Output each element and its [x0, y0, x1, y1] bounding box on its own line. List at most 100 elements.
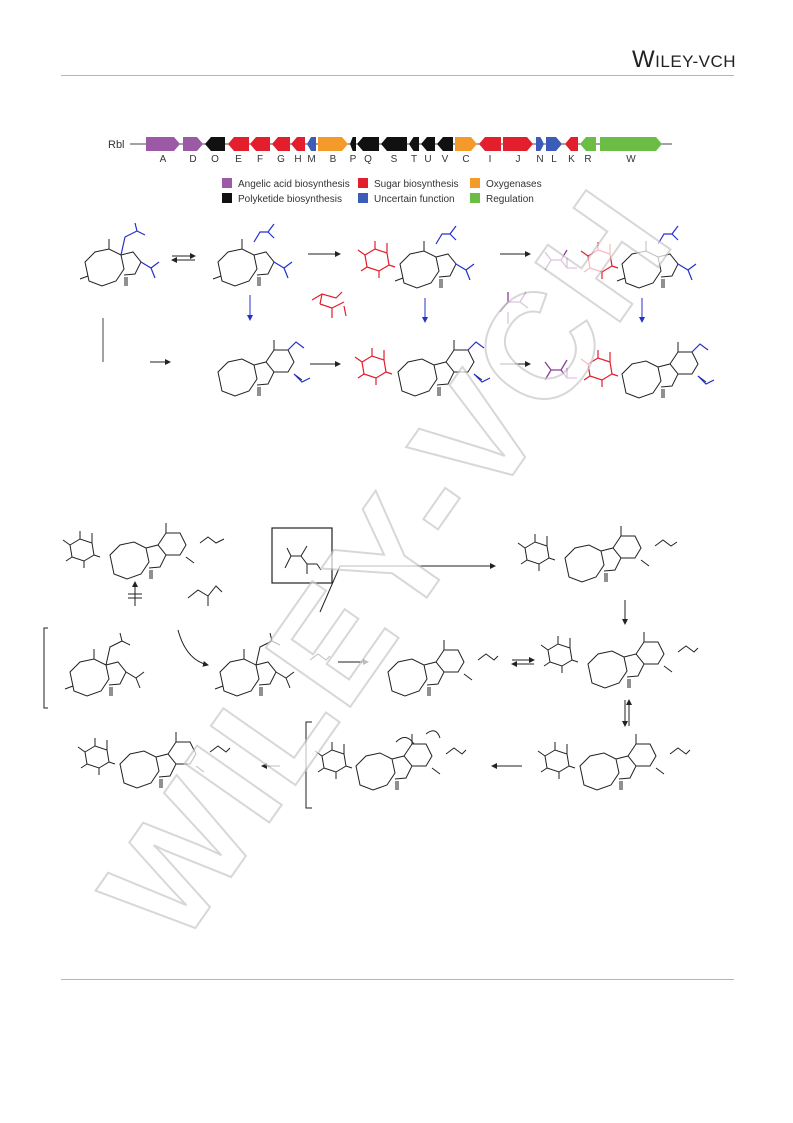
boxed-fragment — [271, 527, 333, 584]
legend-item-polyketide: Polyketide biosynthesis — [222, 193, 342, 205]
legend-swatch — [358, 178, 368, 188]
legend-label: Polyketide biosynthesis — [238, 194, 342, 205]
legend-label: Oxygenases — [486, 179, 542, 190]
gene-label-p: P — [350, 154, 357, 165]
gene-arrow-j — [503, 137, 533, 151]
gene-cluster-name: Rbl — [108, 139, 125, 151]
publisher-rest: ILEY — [655, 52, 693, 71]
legend-label: Regulation — [486, 194, 534, 205]
gene-arrow-f — [250, 137, 270, 151]
gene-arrow-h — [291, 137, 305, 151]
gene-label-f: F — [257, 154, 263, 165]
mech-structure-1 — [109, 522, 225, 580]
legend-label: Uncertain function — [374, 194, 455, 205]
gene-arrow-i — [479, 137, 501, 151]
gene-label-o: O — [211, 154, 219, 165]
legend-item-oxygenases: Oxygenases — [470, 178, 542, 190]
mech-structure-7 — [355, 730, 467, 791]
gene-label-w: W — [626, 154, 636, 165]
publisher-logo: WILEY-VCH — [632, 46, 736, 74]
gene-label-r: R — [584, 154, 591, 165]
gene-label-t: T — [411, 154, 417, 165]
gene-label-i: I — [489, 154, 492, 165]
mech-structure-4 — [214, 632, 331, 697]
mech-isoprene-reagent — [187, 585, 223, 606]
gene-arrow-q — [357, 137, 379, 151]
structure-cyclized-1 — [217, 339, 311, 397]
structure-glycosylated-1 — [357, 240, 396, 279]
legend-label: Sugar biosynthesis — [374, 179, 459, 190]
gene-label-m: M — [307, 154, 315, 165]
mech-sugar-3 — [540, 635, 579, 674]
biosynthesis-pathway-scheme — [79, 222, 715, 399]
gene-label-c: C — [462, 154, 469, 165]
mech-sugar-1 — [62, 530, 101, 569]
gene-arrow-v — [437, 137, 453, 151]
legend-item-angelic: Angelic acid biosynthesis — [222, 178, 350, 190]
gene-label-v: V — [442, 154, 449, 165]
gene-arrow-b — [318, 137, 348, 151]
gene-arrow-s — [381, 137, 407, 151]
header-rule — [61, 75, 734, 76]
footer-rule — [61, 979, 734, 980]
gene-arrow-n — [536, 137, 544, 151]
gene-arrow-r — [580, 137, 596, 151]
structure-cyclized-3 — [621, 341, 715, 399]
legend-swatch — [470, 193, 480, 203]
mech-structure-6 — [587, 631, 699, 689]
gene-label-g: G — [277, 154, 285, 165]
gene-label-u: U — [424, 154, 431, 165]
gene-arrow-d — [183, 137, 203, 151]
gene-label-q: Q — [364, 154, 372, 165]
gene-label-h: H — [294, 154, 301, 165]
bracket-left — [43, 627, 48, 709]
gene-arrow-c — [455, 137, 477, 151]
mech-sugar-6 — [537, 741, 576, 780]
legend-swatch — [470, 178, 480, 188]
gene-arrow-e — [228, 137, 249, 151]
gene-arrow-m — [307, 137, 316, 151]
connector-line — [319, 565, 341, 613]
gene-arrow-w — [600, 137, 662, 151]
gene-arrow-t — [409, 137, 419, 151]
sugar-donor — [311, 291, 347, 318]
bracket-bottom — [305, 721, 312, 809]
mech-structure-3 — [64, 632, 145, 697]
structure-core-2 — [616, 225, 697, 289]
gene-arrow-l — [546, 137, 562, 151]
curved-arrow — [177, 629, 209, 667]
legend-label: Angelic acid biosynthesis — [238, 179, 350, 190]
structure-precursor — [79, 222, 160, 287]
gene-label-b: B — [330, 154, 337, 165]
structure-intermediate-1 — [212, 223, 293, 287]
mech-structure-2 — [564, 525, 678, 583]
publisher-w: W — [631, 46, 656, 73]
gene-legend: Angelic acid biosynthesis Sugar biosynth… — [222, 178, 542, 205]
gene-arrow-a — [146, 137, 180, 151]
legend-item-regulation: Regulation — [470, 193, 534, 205]
mech-structure-8 — [579, 733, 691, 791]
gene-arrow-g — [272, 137, 290, 151]
publisher-vch: -VCH — [692, 52, 736, 71]
structure-cyclized-2 — [397, 339, 491, 397]
gene-arrow-u — [421, 137, 435, 151]
gene-label-j: J — [516, 154, 521, 165]
mech-structure-final — [119, 731, 231, 789]
watermark-text: WILEY-VCH — [69, 160, 705, 968]
gene-label-k: K — [568, 154, 575, 165]
structure-core-glycosylated-1 — [394, 225, 475, 289]
gene-label-a: A — [160, 154, 167, 165]
legend-swatch — [222, 193, 232, 203]
legend-swatch — [358, 193, 368, 203]
boxed-fragment-structure — [284, 545, 322, 574]
mech-sugar-4 — [77, 737, 116, 776]
gene-arrow-p — [350, 137, 356, 151]
gene-arrow-o — [205, 137, 225, 151]
gene-arrows — [146, 137, 662, 151]
gene-label-d: D — [189, 154, 196, 165]
gene-label-e: E — [235, 154, 242, 165]
gene-label-n: N — [536, 154, 543, 165]
mechanism-scheme — [43, 522, 699, 809]
legend-swatch — [222, 178, 232, 188]
